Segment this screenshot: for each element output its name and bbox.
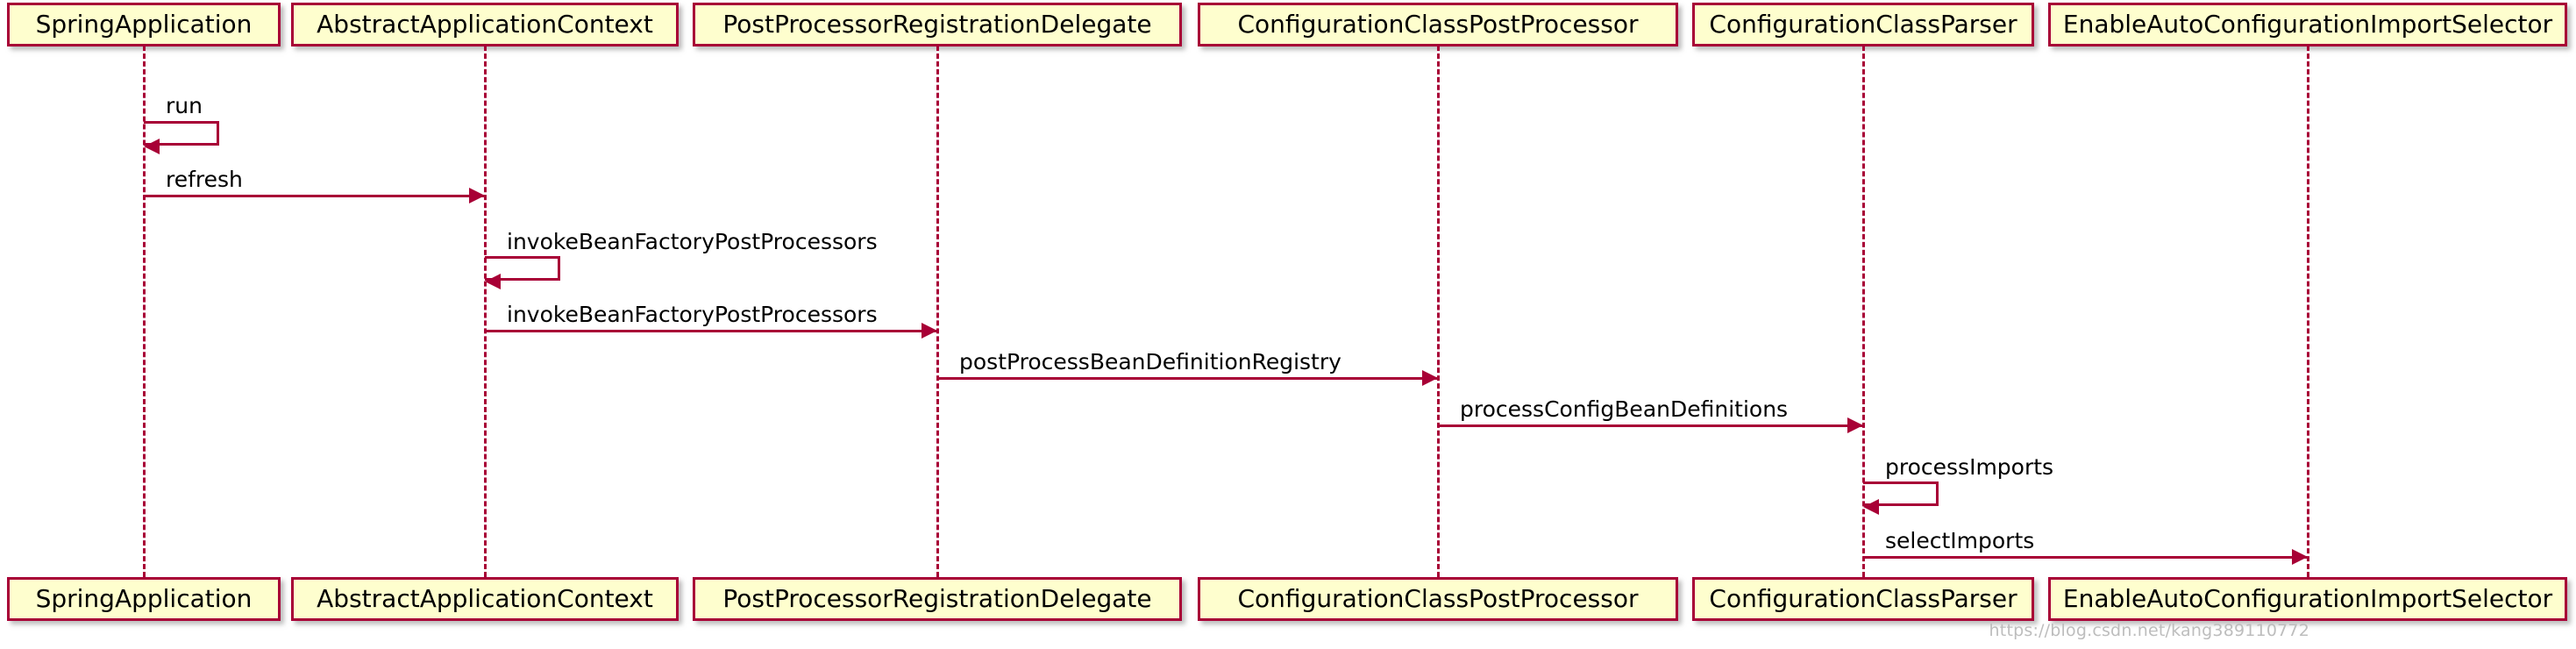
message-arrow-msg-select-imports: [1863, 556, 2308, 559]
participant-box-post-processor-registration-delegate-top[interactable]: PostProcessorRegistrationDelegate: [693, 3, 1182, 46]
participant-label: SpringApplication: [35, 584, 253, 613]
participant-box-abstract-application-context-bottom[interactable]: AbstractApplicationContext: [291, 577, 679, 621]
message-label-msg-invoke-bean-factory-post-processors: invokeBeanFactoryPostProcessors: [507, 302, 878, 327]
participant-label: EnableAutoConfigurationImportSelector: [2062, 10, 2553, 39]
arrowhead-msg-post-process-bean-definition-registry: [1422, 370, 1438, 386]
message-arrow-msg-process-config-bean-definitions: [1438, 424, 1863, 427]
participant-label: EnableAutoConfigurationImportSelector: [2062, 584, 2553, 613]
message-label-msg-process-imports: processImports: [1885, 454, 2054, 480]
participant-box-enable-auto-configuration-import-selector-top[interactable]: EnableAutoConfigurationImportSelector: [2048, 3, 2567, 46]
participant-box-configuration-class-post-processor-bottom[interactable]: ConfigurationClassPostProcessor: [1198, 577, 1678, 621]
participant-box-spring-application-top[interactable]: SpringApplication: [7, 3, 281, 46]
arrowhead-msg-refresh: [469, 188, 485, 203]
participant-label: AbstractApplicationContext: [317, 584, 653, 613]
arrowhead-msg-process-config-bean-definitions: [1847, 417, 1863, 433]
lifeline-spring-application: [143, 46, 146, 577]
arrowhead-msg-select-imports: [2292, 549, 2308, 565]
participant-box-configuration-class-parser-top[interactable]: ConfigurationClassParser: [1692, 3, 2034, 46]
lifeline-post-processor-registration-delegate: [936, 46, 939, 577]
participant-box-spring-application-bottom[interactable]: SpringApplication: [7, 577, 281, 621]
arrowhead-msg-invoke-bean-factory-post-processors-self: [485, 274, 501, 289]
arrowhead-msg-process-imports: [1863, 499, 1879, 515]
participant-label: ConfigurationClassPostProcessor: [1237, 10, 1639, 39]
participant-label: AbstractApplicationContext: [317, 10, 653, 39]
participant-label: SpringApplication: [35, 10, 253, 39]
participant-box-configuration-class-post-processor-top[interactable]: ConfigurationClassPostProcessor: [1198, 3, 1678, 46]
message-label-msg-select-imports: selectImports: [1885, 528, 2035, 553]
message-label-msg-post-process-bean-definition-registry: postProcessBeanDefinitionRegistry: [959, 349, 1341, 374]
self-call-box-msg-invoke-bean-factory-post-processors-self: [485, 256, 560, 281]
arrowhead-msg-run: [144, 139, 160, 154]
participant-box-post-processor-registration-delegate-bottom[interactable]: PostProcessorRegistrationDelegate: [693, 577, 1182, 621]
message-arrow-msg-refresh: [144, 195, 485, 197]
message-label-msg-process-config-bean-definitions: processConfigBeanDefinitions: [1460, 396, 1789, 422]
message-arrow-msg-post-process-bean-definition-registry: [937, 377, 1438, 380]
participant-box-enable-auto-configuration-import-selector-bottom[interactable]: EnableAutoConfigurationImportSelector: [2048, 577, 2567, 621]
participant-label: ConfigurationClassPostProcessor: [1237, 584, 1639, 613]
lifeline-enable-auto-configuration-import-selector: [2307, 46, 2309, 577]
participant-box-configuration-class-parser-bottom[interactable]: ConfigurationClassParser: [1692, 577, 2034, 621]
self-call-box-msg-process-imports: [1863, 481, 1939, 506]
lifeline-abstract-application-context: [484, 46, 487, 577]
watermark-text: https://blog.csdn.net/kang389110772: [1989, 621, 2309, 640]
message-label-msg-refresh: refresh: [166, 167, 243, 192]
lifeline-configuration-class-post-processor: [1437, 46, 1440, 577]
arrowhead-msg-invoke-bean-factory-post-processors: [922, 323, 937, 339]
participant-box-abstract-application-context-top[interactable]: AbstractApplicationContext: [291, 3, 679, 46]
lifeline-configuration-class-parser: [1862, 46, 1865, 577]
message-label-msg-invoke-bean-factory-post-processors-self: invokeBeanFactoryPostProcessors: [507, 229, 878, 254]
participant-label: ConfigurationClassParser: [1709, 10, 2017, 39]
participant-label: ConfigurationClassParser: [1709, 584, 2017, 613]
participant-label: PostProcessorRegistrationDelegate: [722, 584, 1152, 613]
message-label-msg-run: run: [166, 93, 203, 118]
participant-label: PostProcessorRegistrationDelegate: [722, 10, 1152, 39]
self-call-box-msg-run: [144, 121, 219, 146]
message-arrow-msg-invoke-bean-factory-post-processors: [485, 330, 937, 332]
